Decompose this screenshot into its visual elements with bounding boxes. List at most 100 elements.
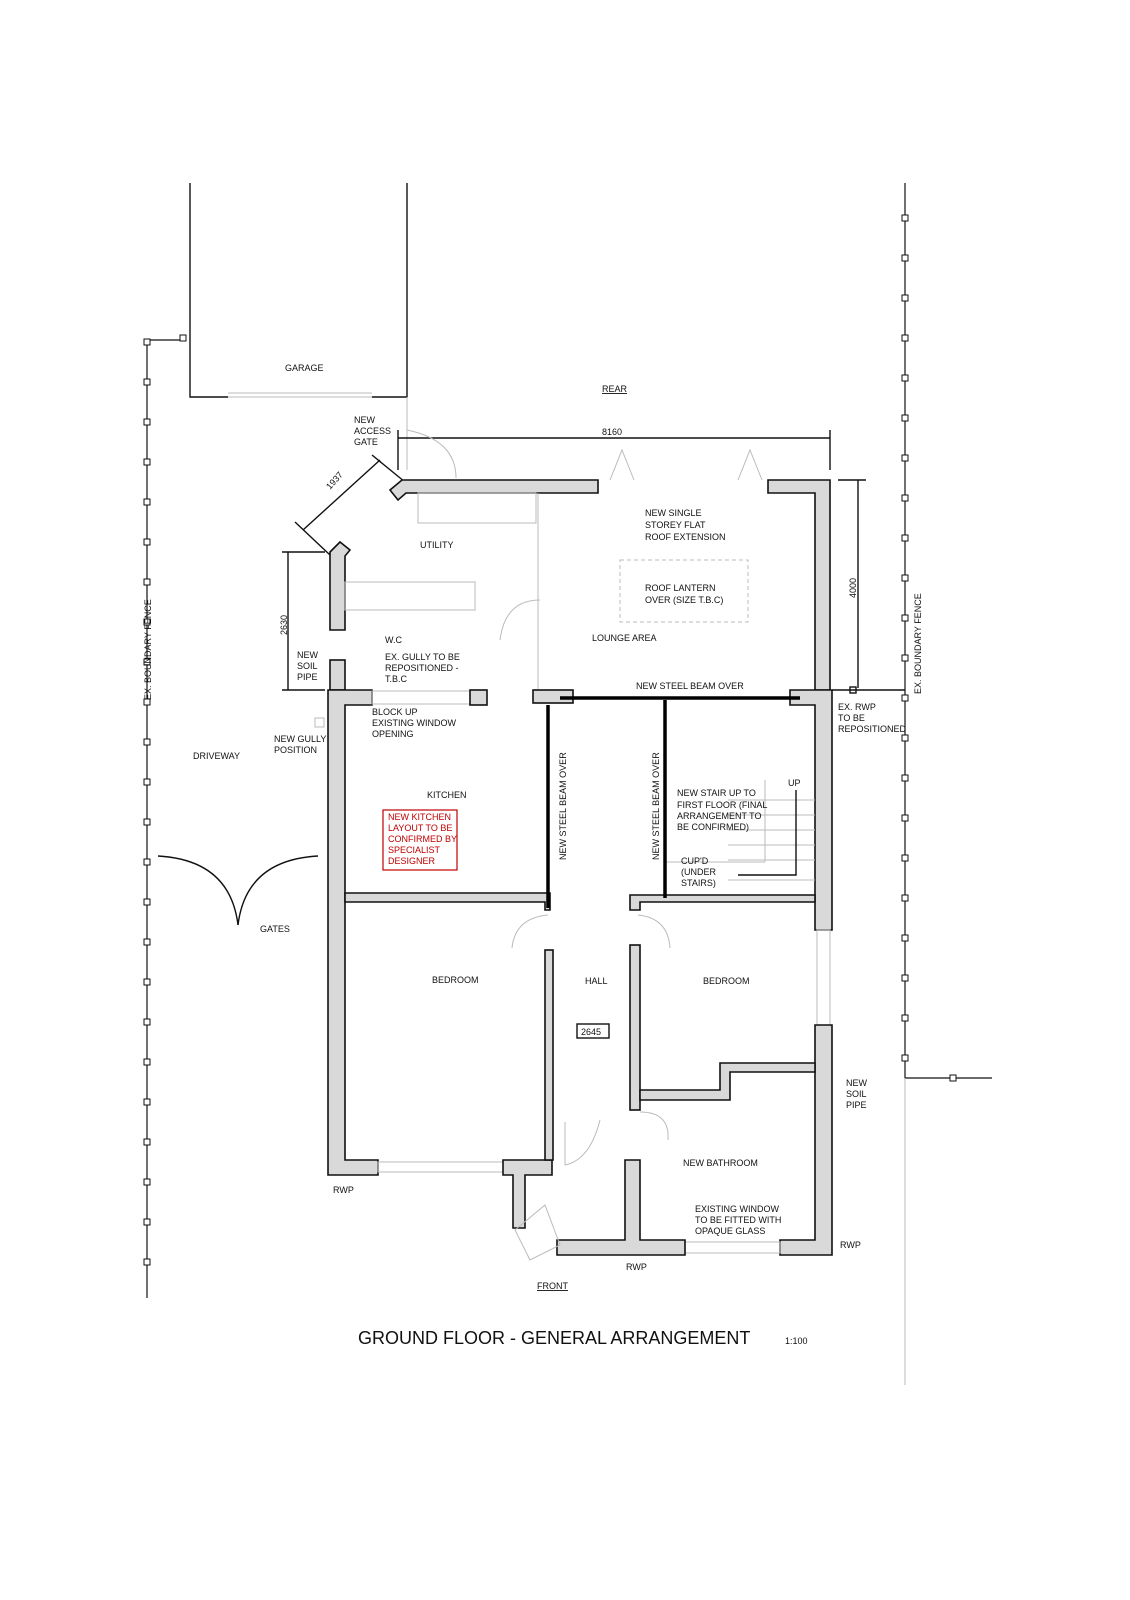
fence-post — [143, 538, 151, 546]
fence-post — [949, 1074, 957, 1082]
label-stair-4: BE CONFIRMED) — [677, 822, 749, 832]
fence-post — [143, 698, 151, 706]
label-gully-3: T.B.C — [385, 674, 408, 684]
stair-treads — [665, 780, 815, 881]
dimension-lines — [282, 430, 866, 691]
label-extension-3: ROOF EXTENSION — [645, 532, 726, 542]
fence-post — [901, 854, 909, 862]
fence-post — [901, 1054, 909, 1062]
label-gully: EX. GULLY TO BE — [385, 652, 460, 662]
label-bedroom-right: BEDROOM — [703, 976, 750, 986]
fence-post — [901, 414, 909, 422]
dim-2645: 2645 — [581, 1027, 601, 1037]
steel-beams — [546, 696, 800, 908]
label-access-gate-2: ACCESS — [354, 426, 391, 436]
label-gates: GATES — [260, 924, 290, 934]
label-rwp-right: RWP — [840, 1240, 861, 1250]
label-ex-rwp: EX. RWP — [838, 702, 876, 712]
fence-post — [901, 334, 909, 342]
fence-post — [901, 774, 909, 782]
kitchen-note-5: DESIGNER — [388, 856, 436, 866]
fence-post — [143, 978, 151, 986]
fence-post — [143, 898, 151, 906]
fence-post — [143, 578, 151, 586]
fence-post — [143, 1058, 151, 1066]
fence-post — [143, 458, 151, 466]
fence-post — [143, 1018, 151, 1026]
front-door-swing — [514, 1204, 561, 1261]
label-rwp-mid: RWP — [626, 1262, 647, 1272]
fence-post — [901, 454, 909, 462]
fence-post — [901, 694, 909, 702]
fence-post — [901, 214, 909, 222]
fence-post — [901, 614, 909, 622]
label-soil-pipe-right-2: SOIL — [846, 1089, 867, 1099]
fence-post — [901, 574, 909, 582]
label-soil-pipe-left: NEW — [297, 650, 319, 660]
label-existing-window: EXISTING WINDOW — [695, 1204, 780, 1214]
label-fence-right: EX. BOUNDARY FENCE — [913, 593, 923, 694]
boundary-fences — [143, 183, 992, 1385]
dim-1937: 1937 — [324, 470, 345, 492]
label-soil-pipe-left-3: PIPE — [297, 672, 318, 682]
label-extension-2: STOREY FLAT — [645, 520, 706, 530]
label-stair-3: ARRANGEMENT TO — [677, 811, 762, 821]
driveway-gates — [157, 855, 319, 926]
fence-post — [901, 254, 909, 262]
fence-post — [901, 1014, 909, 1022]
fence-post — [143, 1258, 151, 1266]
label-ex-rwp-3: REPOSITIONED — [838, 724, 907, 734]
left-fence-line — [146, 339, 185, 1298]
fence-post — [901, 814, 909, 822]
dim-8160: 8160 — [602, 427, 622, 437]
fence-post — [143, 378, 151, 386]
label-block-up-2: EXISTING WINDOW — [372, 718, 457, 728]
fence-post — [143, 1218, 151, 1226]
fence-post — [143, 818, 151, 826]
label-driveway: DRIVEWAY — [193, 751, 240, 761]
label-ex-rwp-2: TO BE — [838, 713, 865, 723]
label-rear: REAR — [602, 384, 628, 394]
fence-post — [143, 858, 151, 866]
label-access-gate-3: GATE — [354, 437, 378, 447]
label-cupd-3: STAIRS) — [681, 878, 716, 888]
label-cupd-2: (UNDER — [681, 867, 716, 877]
fence-post — [901, 974, 909, 982]
label-lounge: LOUNGE AREA — [592, 633, 657, 643]
fence-post — [143, 618, 151, 626]
fence-post — [179, 334, 187, 342]
label-bathroom: NEW BATHROOM — [683, 1158, 758, 1168]
label-existing-window-3: OPAQUE GLASS — [695, 1226, 765, 1236]
fence-post — [901, 734, 909, 742]
utility-worktop — [344, 581, 476, 611]
label-soil-pipe-right-3: PIPE — [846, 1100, 867, 1110]
label-fence-left: EX. BOUNDARY FENCE — [143, 599, 153, 700]
label-gully-2: REPOSITIONED - — [385, 663, 459, 673]
label-steel-beam-h: NEW STEEL BEAM OVER — [636, 681, 744, 691]
fence-post — [901, 494, 909, 502]
label-cupd: CUP'D — [681, 856, 709, 866]
kitchen-note-4: SPECIALIST — [388, 845, 441, 855]
fence-post — [143, 498, 151, 506]
label-existing-window-2: TO BE FITTED WITH — [695, 1215, 781, 1225]
stair-arrow — [738, 790, 797, 876]
fence-post — [143, 938, 151, 946]
label-access-gate: NEW — [354, 415, 376, 425]
kitchen-note: NEW KITCHEN — [388, 812, 451, 822]
drawing-title: GROUND FLOOR - GENERAL ARRANGEMENT — [358, 1328, 750, 1348]
label-front: FRONT — [537, 1281, 568, 1291]
fence-post — [901, 894, 909, 902]
fence-post — [143, 658, 151, 666]
house-walls — [327, 689, 833, 1261]
dim-2630: 2630 — [279, 615, 289, 635]
garage-outline — [189, 183, 408, 470]
extension-walls — [329, 429, 831, 691]
label-soil-pipe-left-2: SOIL — [297, 661, 318, 671]
label-kitchen: KITCHEN — [427, 790, 467, 800]
fence-post — [143, 1178, 151, 1186]
rwp-marker — [849, 686, 857, 694]
label-roof-lantern-2: OVER (SIZE T.B.C) — [645, 595, 723, 605]
fence-post — [143, 1098, 151, 1106]
